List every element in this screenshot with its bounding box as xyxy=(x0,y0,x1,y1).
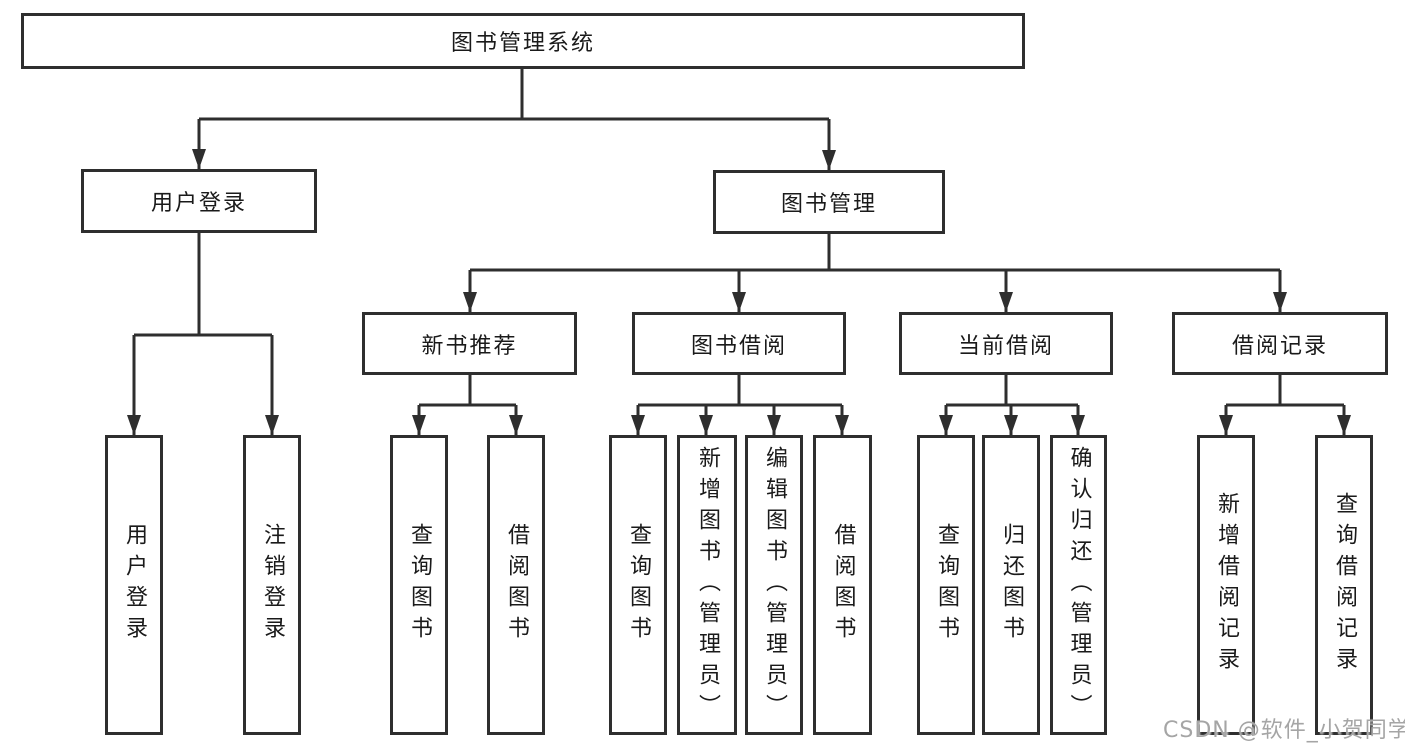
node-user-login: 用户登录 xyxy=(81,169,317,233)
node-borrow-records: 借阅记录 xyxy=(1172,312,1388,375)
leaf-add-books-admin: 新增图书（管理员） xyxy=(677,435,737,735)
node-new-book-recommend-label: 新书推荐 xyxy=(421,333,518,359)
leaf-logout: 注销登录 xyxy=(243,435,301,735)
leaf-borrow-books-borrowing: 借阅图书 xyxy=(813,435,872,735)
node-current-borrowing: 当前借阅 xyxy=(899,312,1113,375)
leaf-borrow-books-recommend: 借阅图书 xyxy=(487,435,545,735)
leaf-query-books-recommend: 查询图书 xyxy=(390,435,448,735)
leaf-query-borrow-record-label: 查询借阅记录 xyxy=(1332,492,1357,678)
leaf-return-books-label: 归还图书 xyxy=(999,523,1024,647)
node-book-management-label: 图书管理 xyxy=(780,192,877,217)
node-current-borrowing-label: 当前借阅 xyxy=(957,333,1054,359)
leaf-return-books: 归还图书 xyxy=(982,435,1040,735)
node-book-borrowing: 图书借阅 xyxy=(632,312,846,375)
leaf-query-books-current: 查询图书 xyxy=(917,435,975,735)
leaf-borrow-books-borrowing-label: 借阅图书 xyxy=(830,523,856,647)
leaf-borrow-books-recommend-label: 借阅图书 xyxy=(504,523,529,647)
leaf-query-books-borrowing: 查询图书 xyxy=(609,435,667,735)
leaf-query-books-borrowing-label: 查询图书 xyxy=(626,523,651,647)
leaf-query-borrow-record: 查询借阅记录 xyxy=(1315,435,1373,735)
leaf-confirm-return-admin: 确认归还（管理员） xyxy=(1050,435,1107,735)
leaf-user-login-label: 用户登录 xyxy=(122,523,147,647)
leaf-edit-books-admin-label: 编辑图书（管理员） xyxy=(762,445,787,725)
node-library-system: 图书管理系统 xyxy=(21,13,1025,69)
leaf-add-borrow-record-label: 新增借阅记录 xyxy=(1214,492,1239,678)
node-book-borrowing-label: 图书借阅 xyxy=(690,333,787,359)
leaf-confirm-return-admin-label: 确认归还（管理员） xyxy=(1066,445,1092,725)
leaf-query-books-recommend-label: 查询图书 xyxy=(407,523,432,647)
node-library-system-label: 图书管理系统 xyxy=(450,31,595,56)
leaf-logout-label: 注销登录 xyxy=(260,523,285,647)
watermark: CSDN @软件_小贺同学 xyxy=(1163,718,1405,743)
node-borrow-records-label: 借阅记录 xyxy=(1231,333,1328,359)
leaf-query-books-current-label: 查询图书 xyxy=(934,523,959,647)
leaf-add-borrow-record: 新增借阅记录 xyxy=(1197,435,1255,735)
leaf-user-login: 用户登录 xyxy=(105,435,163,735)
leaf-edit-books-admin: 编辑图书（管理员） xyxy=(745,435,803,735)
node-new-book-recommend: 新书推荐 xyxy=(362,312,577,375)
leaf-add-books-admin-label: 新增图书（管理员） xyxy=(695,445,720,725)
node-book-management: 图书管理 xyxy=(713,170,945,234)
node-user-login-label: 用户登录 xyxy=(150,191,247,216)
